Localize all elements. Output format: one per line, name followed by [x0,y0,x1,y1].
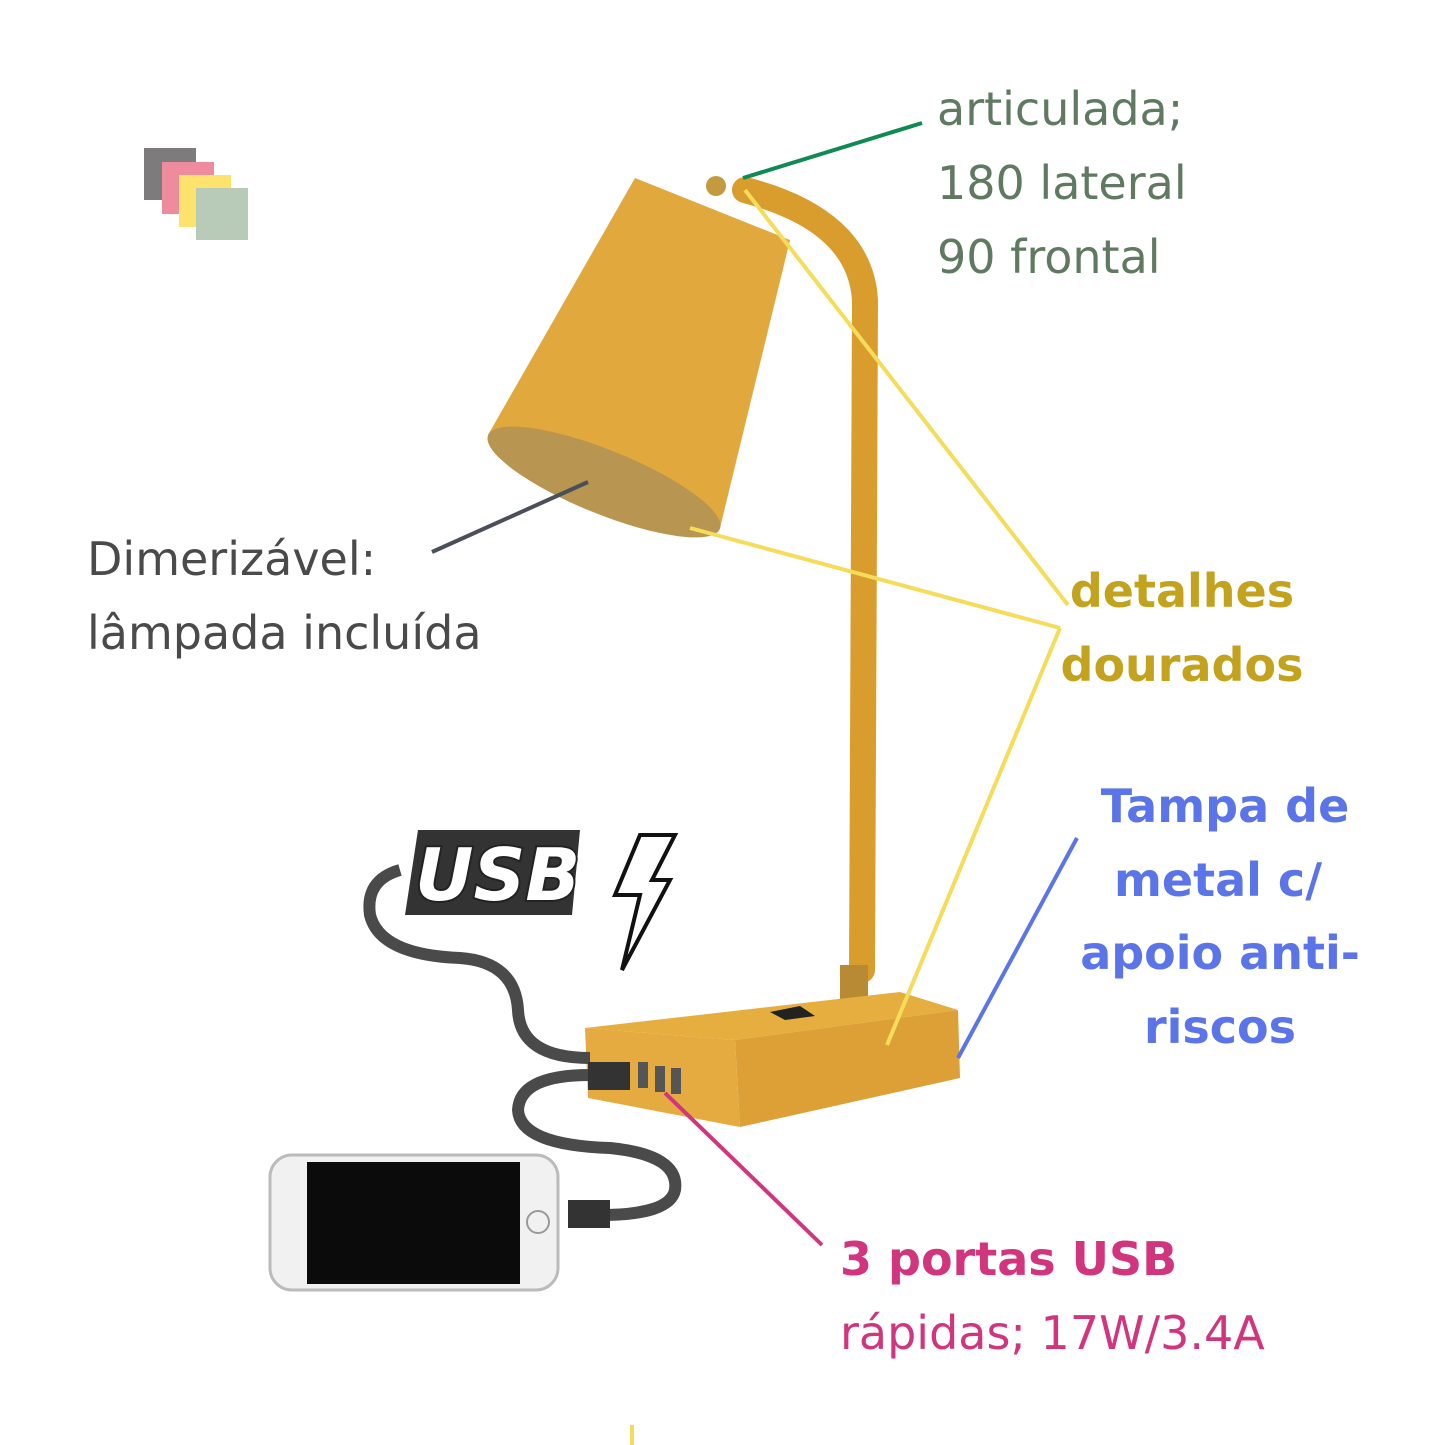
gold-joint [706,176,726,196]
shade-rim [487,426,721,538]
label-line: detalhes [1070,564,1294,618]
label-line: Tampa de [1101,779,1350,833]
articulation-label: articulada; 180 lateral 90 frontal [937,82,1187,284]
label-line: Dimerizável: [87,532,376,586]
label-line: 180 lateral [937,156,1187,210]
lamp-arm [732,177,879,983]
usb-cable [363,864,682,1221]
label-line: apoio anti- [1080,926,1360,980]
swatch-logo [144,148,248,240]
dimmable-label: Dimerizável: lâmpada incluída [87,532,482,660]
label-line: dourados [1061,638,1304,692]
dimmer-switch [770,1006,815,1020]
lightning-plug [568,1200,610,1228]
label-line: metal c/ [1114,853,1322,907]
articulation-leader-line [742,121,923,180]
label-line: 90 frontal [937,230,1161,284]
swatch-green [196,188,248,240]
gold-details-label: detalhes dourados [1061,564,1304,692]
label-line: 3 portas USB [840,1232,1177,1286]
usb-logo: USB [405,830,582,919]
phone-screen [307,1162,520,1284]
dimmable-leader-line [431,480,589,554]
usb-port [671,1068,681,1094]
usb-port [655,1066,665,1092]
gold-leader-lines [630,188,1070,1445]
usb-leader-line [663,1091,824,1247]
label-line: articulada; [937,82,1183,136]
lamp-illustration [487,176,960,1127]
usb-ports-label: 3 portas USB rápidas; 17W/3.4A [840,1232,1265,1360]
label-line: lâmpada incluída [87,606,482,660]
smartphone [268,1153,560,1292]
usb-port [638,1062,648,1088]
lightning-bolt-icon [612,833,679,971]
base-top [585,992,958,1040]
home-button-icon [526,1210,550,1234]
label-line: riscos [1144,1000,1296,1054]
base-front [735,1010,960,1127]
label-line: rápidas; 17W/3.4A [840,1306,1265,1360]
usb-plug [588,1062,630,1090]
base-leader-line [956,837,1079,1059]
metal-base-label: Tampa de metal c/ apoio anti- riscos [1080,779,1360,1054]
usb-logo-text: USB [415,833,580,917]
